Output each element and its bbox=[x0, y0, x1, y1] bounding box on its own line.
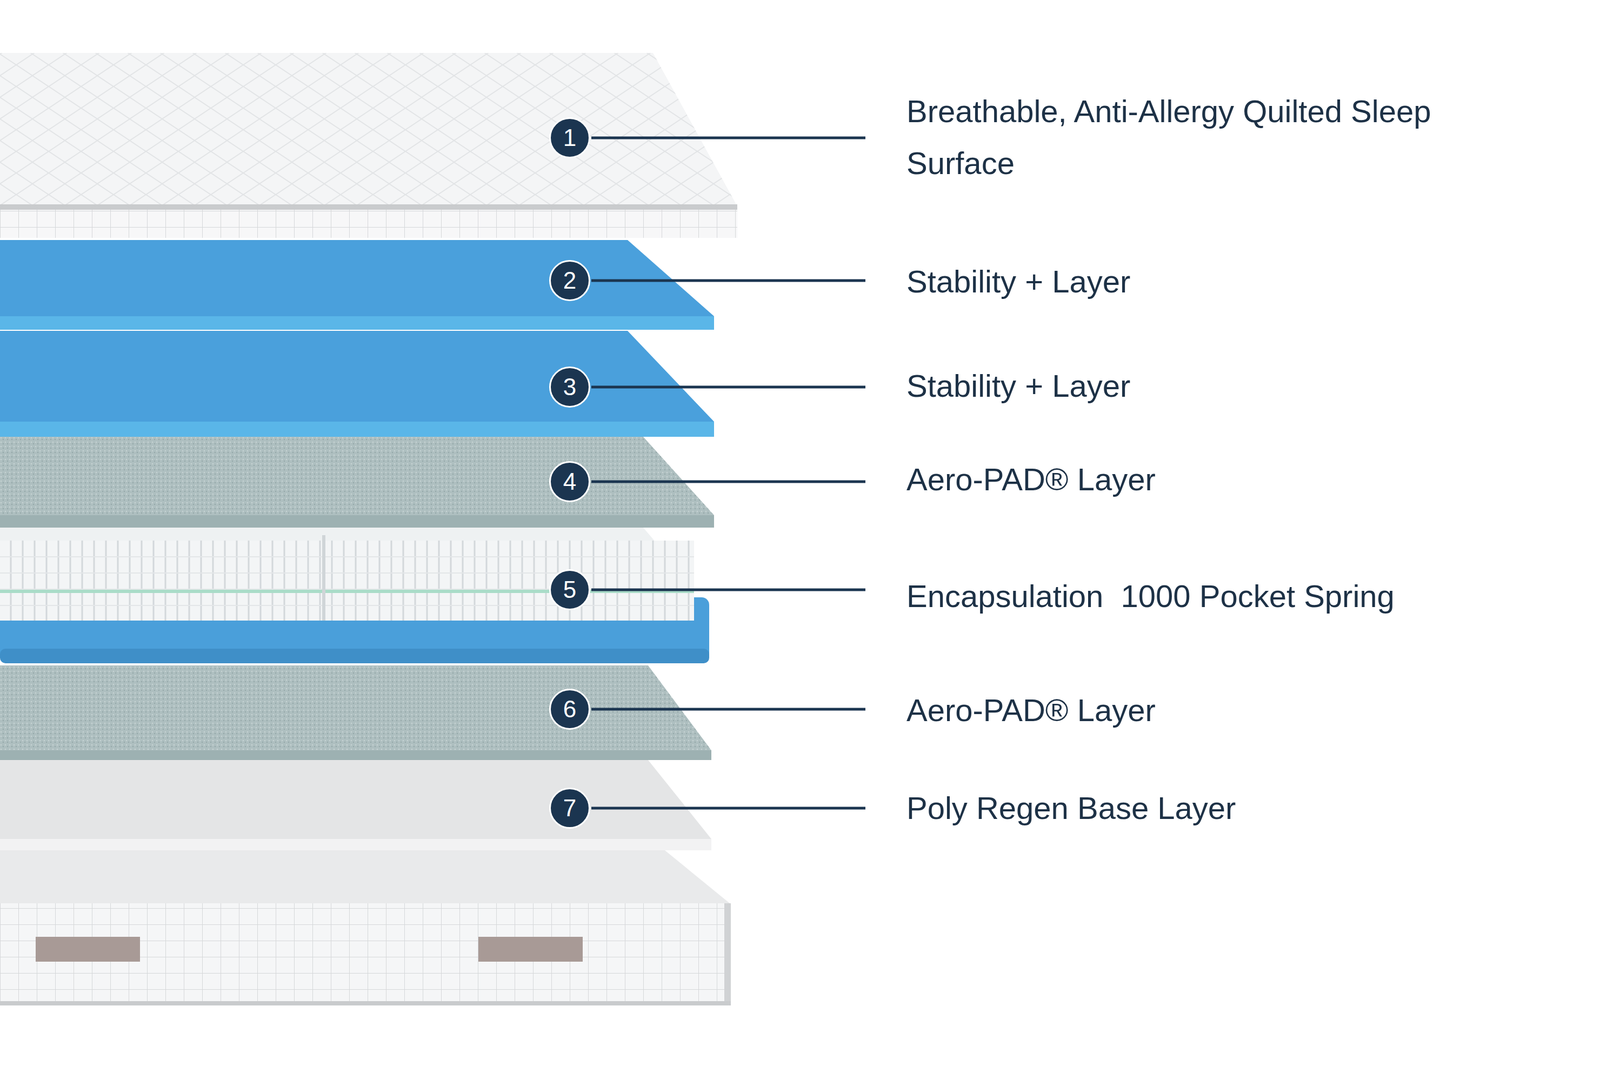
layer-top bbox=[0, 240, 715, 317]
layer-top bbox=[0, 760, 712, 839]
layer-top bbox=[0, 436, 715, 516]
stability-layer bbox=[0, 330, 715, 437]
base-mattress bbox=[0, 850, 731, 1006]
base-edge bbox=[724, 903, 731, 1006]
leader-line bbox=[591, 588, 866, 592]
quilt-edge-grid bbox=[0, 209, 738, 238]
pocket-spring-layer bbox=[0, 527, 710, 664]
quilted-surface bbox=[0, 52, 738, 238]
leader-line bbox=[591, 385, 866, 389]
quilt-seam bbox=[0, 204, 738, 210]
handle bbox=[478, 936, 583, 962]
leader-lines bbox=[591, 137, 866, 809]
quilt-pattern bbox=[0, 52, 737, 205]
callout-text: 2 bbox=[563, 268, 577, 293]
leader-line bbox=[591, 136, 866, 140]
layer-label: Stability + Layer bbox=[906, 360, 1545, 412]
leader-line bbox=[591, 708, 866, 711]
layer-label: Encapsulation 1000 Pocket Spring bbox=[906, 570, 1545, 623]
layer-top bbox=[0, 330, 715, 422]
aero-pad-layer bbox=[0, 665, 712, 760]
spring-divider bbox=[322, 535, 326, 621]
callout-number: 5 bbox=[549, 569, 591, 611]
layer-edge bbox=[0, 421, 715, 437]
layer-label: Aero-PAD® Layer bbox=[906, 453, 1545, 506]
base-bottom bbox=[0, 1001, 731, 1006]
layer-label: Stability + Layer bbox=[906, 255, 1545, 308]
callout-text: 3 bbox=[563, 375, 577, 399]
layer-edge bbox=[0, 838, 712, 851]
callout-number: 7 bbox=[549, 787, 591, 829]
callout-number: 2 bbox=[549, 260, 591, 302]
callout-text: 7 bbox=[563, 796, 577, 820]
base-grid bbox=[0, 903, 730, 1006]
leader-line bbox=[591, 807, 866, 810]
callout-number: 4 bbox=[549, 461, 591, 503]
callout-text: 5 bbox=[563, 577, 577, 602]
callout-number: 6 bbox=[549, 688, 591, 730]
quilt-top bbox=[0, 52, 737, 205]
layer-edge bbox=[0, 515, 715, 528]
callout-text: 4 bbox=[563, 469, 577, 494]
callout-text: 6 bbox=[563, 697, 577, 722]
leader-line bbox=[591, 279, 866, 283]
callout-text: 1 bbox=[563, 125, 577, 150]
quilt-edge bbox=[0, 209, 738, 238]
layer-edge bbox=[0, 316, 715, 330]
spring-base-edge bbox=[0, 648, 710, 664]
callout-number: 3 bbox=[549, 366, 591, 408]
layer-label: Poly Regen Base Layer bbox=[906, 782, 1545, 835]
layer-edge bbox=[0, 750, 712, 760]
stability-layer bbox=[0, 240, 715, 330]
leader-line bbox=[591, 480, 866, 484]
base-top bbox=[0, 850, 730, 904]
layer-label: Aero-PAD® Layer bbox=[906, 684, 1545, 737]
layer-label: Breathable, Anti-Allergy Quilted Sleep S… bbox=[906, 85, 1545, 190]
handle bbox=[35, 936, 140, 962]
callout-number: 1 bbox=[549, 117, 591, 159]
base-side bbox=[0, 903, 730, 1006]
springs bbox=[0, 540, 695, 621]
poly-regen-layer bbox=[0, 760, 712, 851]
